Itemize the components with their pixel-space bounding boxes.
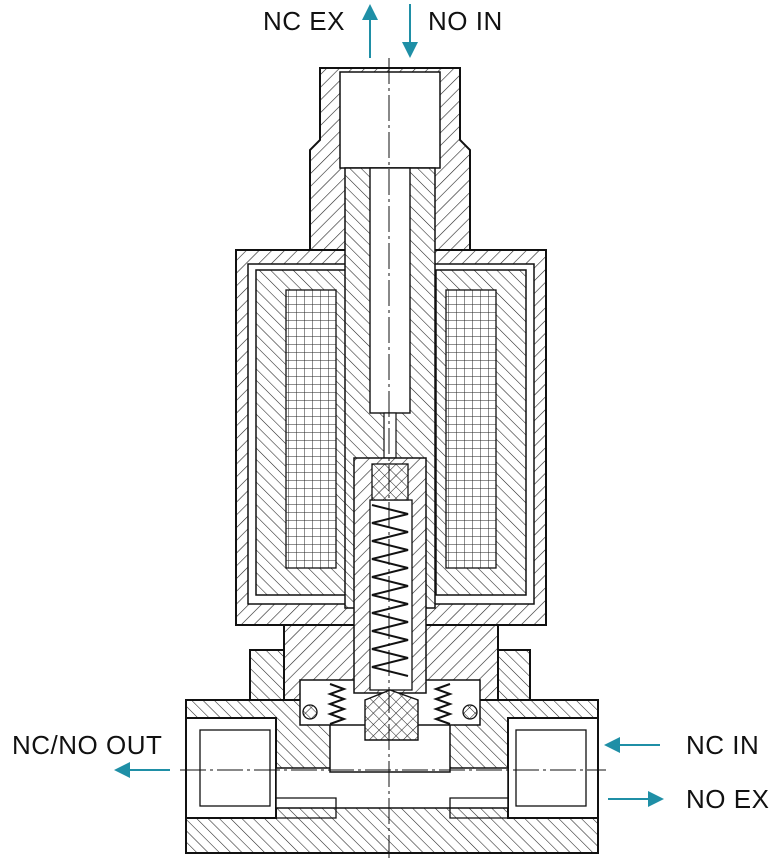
plunger-seal-bottom: [364, 689, 419, 741]
flow-arrows: [114, 4, 664, 807]
coil-left: [285, 289, 337, 569]
arrow-nc-in-left: [604, 737, 660, 753]
plunger-seal-top: [371, 463, 409, 501]
label-no-ex: NO EX: [686, 784, 770, 814]
arrow-nc-no-out-left: [114, 762, 170, 778]
plunger-spring: [371, 504, 409, 677]
label-nc-ex: NC EX: [263, 6, 345, 36]
arrow-nc-ex-up: [362, 4, 378, 58]
right-port: [507, 717, 599, 819]
arrow-no-in-down: [402, 4, 418, 58]
plunger: [353, 457, 427, 741]
coil-right: [445, 289, 497, 569]
left-port: [185, 717, 277, 819]
label-no-in: NO IN: [428, 6, 503, 36]
label-nc-in: NC IN: [686, 730, 760, 760]
label-nc-no-out: NC/NO OUT: [12, 730, 163, 760]
arrow-no-ex-right: [608, 791, 664, 807]
valve-body: [185, 649, 599, 854]
